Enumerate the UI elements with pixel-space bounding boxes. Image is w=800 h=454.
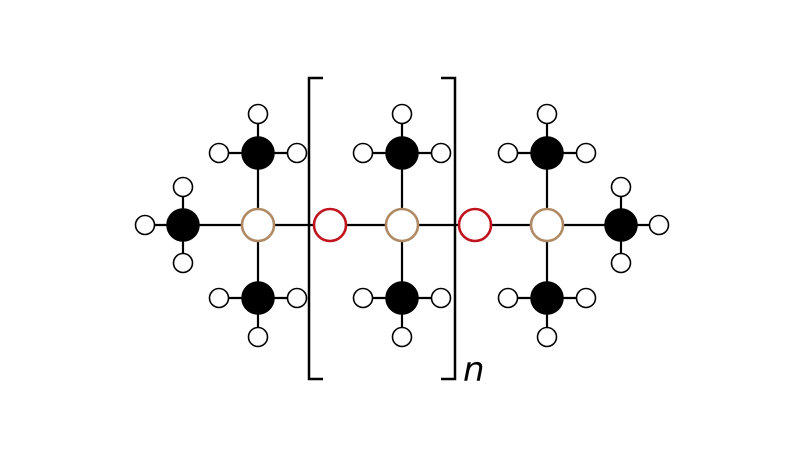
hydrogen-atom (497, 287, 519, 309)
silicon-atom (240, 207, 276, 243)
hydrogen-atom (610, 252, 632, 274)
hydrogen-atom (391, 103, 413, 125)
hydrogen-atom (286, 142, 308, 164)
hydrogen-atom (610, 176, 632, 198)
carbon-atom (241, 281, 275, 315)
carbon-atom (385, 281, 419, 315)
carbon-atom (166, 208, 200, 242)
carbon-atom (385, 136, 419, 170)
carbon-atom (530, 281, 564, 315)
oxygen-atom (312, 207, 348, 243)
hydrogen-atom (430, 287, 452, 309)
hydrogen-atom (247, 103, 269, 125)
hydrogen-atom (352, 287, 374, 309)
hydrogen-atom (648, 214, 670, 236)
hydrogen-atom (172, 176, 194, 198)
hydrogen-atom (208, 142, 230, 164)
atoms-layer (134, 103, 670, 348)
hydrogen-atom (575, 142, 597, 164)
hydrogen-atom (575, 287, 597, 309)
carbon-atom (241, 136, 275, 170)
hydrogen-atom (352, 142, 374, 164)
hydrogen-atom (536, 326, 558, 348)
hydrogen-atom (172, 252, 194, 274)
hydrogen-atom (247, 326, 269, 348)
hydrogen-atom (286, 287, 308, 309)
repeat-subscript-n: n (463, 350, 485, 390)
left-bracket (307, 76, 323, 381)
silicon-atom (384, 207, 420, 243)
silicon-atom (529, 207, 565, 243)
hydrogen-atom (497, 142, 519, 164)
repeat-unit-brackets: n (307, 76, 485, 390)
hydrogen-atom (134, 214, 156, 236)
right-bracket (441, 76, 457, 381)
carbon-atom (530, 136, 564, 170)
hydrogen-atom (430, 142, 452, 164)
oxygen-atom (457, 207, 493, 243)
carbon-atom (604, 208, 638, 242)
hydrogen-atom (536, 103, 558, 125)
hydrogen-atom (208, 287, 230, 309)
hydrogen-atom (391, 326, 413, 348)
